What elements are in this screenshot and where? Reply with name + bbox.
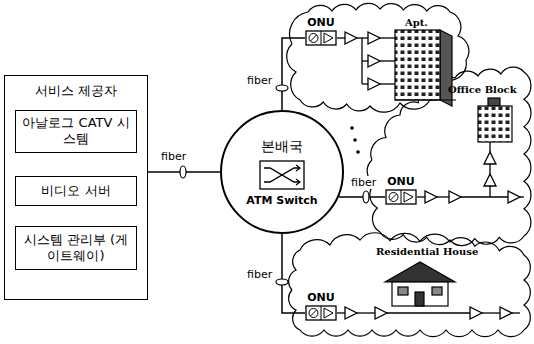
onu-detector <box>309 309 318 318</box>
switch-cross <box>264 168 300 182</box>
service-area-cloud <box>289 233 531 337</box>
fiber-line <box>282 234 305 313</box>
amplifier-chain-top <box>337 32 395 90</box>
service-area-cloud <box>287 3 469 112</box>
amplifier-chain-middle <box>417 142 524 203</box>
onu-frame <box>306 306 336 320</box>
switch-office-name: 본배국 <box>261 138 303 156</box>
fiber-ring <box>276 279 288 285</box>
fiber-ring <box>180 166 186 178</box>
fiber-ring <box>276 85 288 91</box>
switch-frame <box>260 161 304 189</box>
edge-label: fiber <box>246 268 273 281</box>
building-label: Apt. <box>405 17 428 29</box>
onu-detector <box>389 193 398 202</box>
apartment-building <box>395 30 456 106</box>
onu-symbol <box>385 189 417 205</box>
fiber-ring <box>363 191 369 203</box>
onu-detector-slash <box>391 194 397 200</box>
onu-amplifier <box>404 192 413 202</box>
building-label: Office Block <box>448 84 517 96</box>
switch-arrows <box>296 165 300 185</box>
onu-symbol <box>305 30 337 46</box>
service-area-cloud <box>367 67 531 246</box>
system-box: 시스템 관리부 (게이트웨이) <box>15 226 137 270</box>
edge-label: fiber <box>246 74 273 87</box>
onu-amplifier <box>324 308 333 318</box>
onu-symbol <box>305 305 337 321</box>
onu-box: ONU <box>305 291 337 323</box>
onu-detector-slash <box>311 35 317 41</box>
box-text: 시스템 관리부 (게이트웨이) <box>22 232 130 265</box>
onu-divider <box>321 31 322 45</box>
fiber-line <box>282 38 305 110</box>
switch-label: ATM Switch <box>246 194 317 207</box>
onu-frame <box>386 190 416 204</box>
edge-label: fiber <box>350 176 377 189</box>
building-label: Residential House <box>376 246 478 258</box>
switch-office-circle: 본배국 ATM Switch <box>220 110 344 234</box>
system-box: 아날로그 CATV 시스템 <box>15 110 137 153</box>
onu-frame <box>306 31 336 45</box>
fiber-line <box>339 196 385 198</box>
onu-detector-slash <box>311 310 317 316</box>
office-building <box>478 98 512 142</box>
switch-symbol <box>259 160 305 190</box>
onu-label: ONU <box>305 291 337 305</box>
onu-divider <box>321 306 322 320</box>
box-text: 아날로그 CATV 시스템 <box>22 115 130 148</box>
onu-box: ONU <box>385 175 417 207</box>
service-provider-box: 서비스 제공자아날로그 CATV 시스템비디오 서버시스템 관리부 (게이트웨이… <box>4 75 148 300</box>
group-title: 서비스 제공자 <box>5 82 147 100</box>
amplifier-chain-bottom <box>337 307 520 319</box>
system-box: 비디오 서버 <box>15 176 137 206</box>
onu-label: ONU <box>385 175 417 189</box>
house <box>385 262 455 306</box>
onu-detector <box>309 34 318 43</box>
onu-label: ONU <box>305 16 337 30</box>
onu-amplifier <box>324 33 333 43</box>
onu-divider <box>401 190 402 204</box>
edge-label: fiber <box>160 150 187 163</box>
more-branches-dots <box>350 126 360 154</box>
box-text: 비디오 서버 <box>41 183 110 199</box>
onu-box: ONU <box>305 16 337 48</box>
